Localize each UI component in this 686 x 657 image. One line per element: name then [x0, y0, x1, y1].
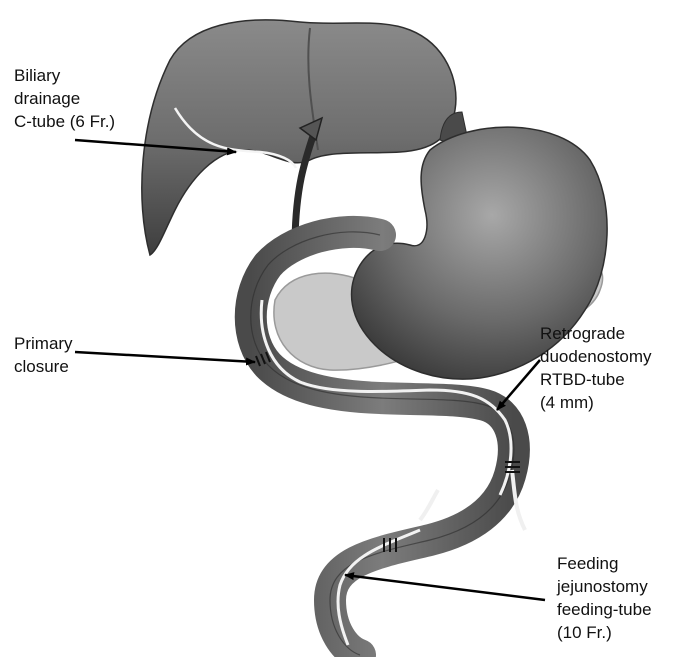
arrow-feeding [345, 575, 545, 600]
label-feeding-jejunostomy: Feeding jejunostomy feeding-tube (10 Fr.… [557, 552, 652, 644]
label-biliary-drainage: Biliary drainage C-tube (6 Fr.) [14, 64, 115, 133]
arrow-primary-closure [75, 352, 255, 362]
label-primary-closure: Primary closure [14, 332, 73, 378]
feeding-tube-external [420, 490, 438, 520]
label-retrograde-duodenostomy: Retrograde duodenostomy RTBD-tube (4 mm) [540, 322, 652, 414]
